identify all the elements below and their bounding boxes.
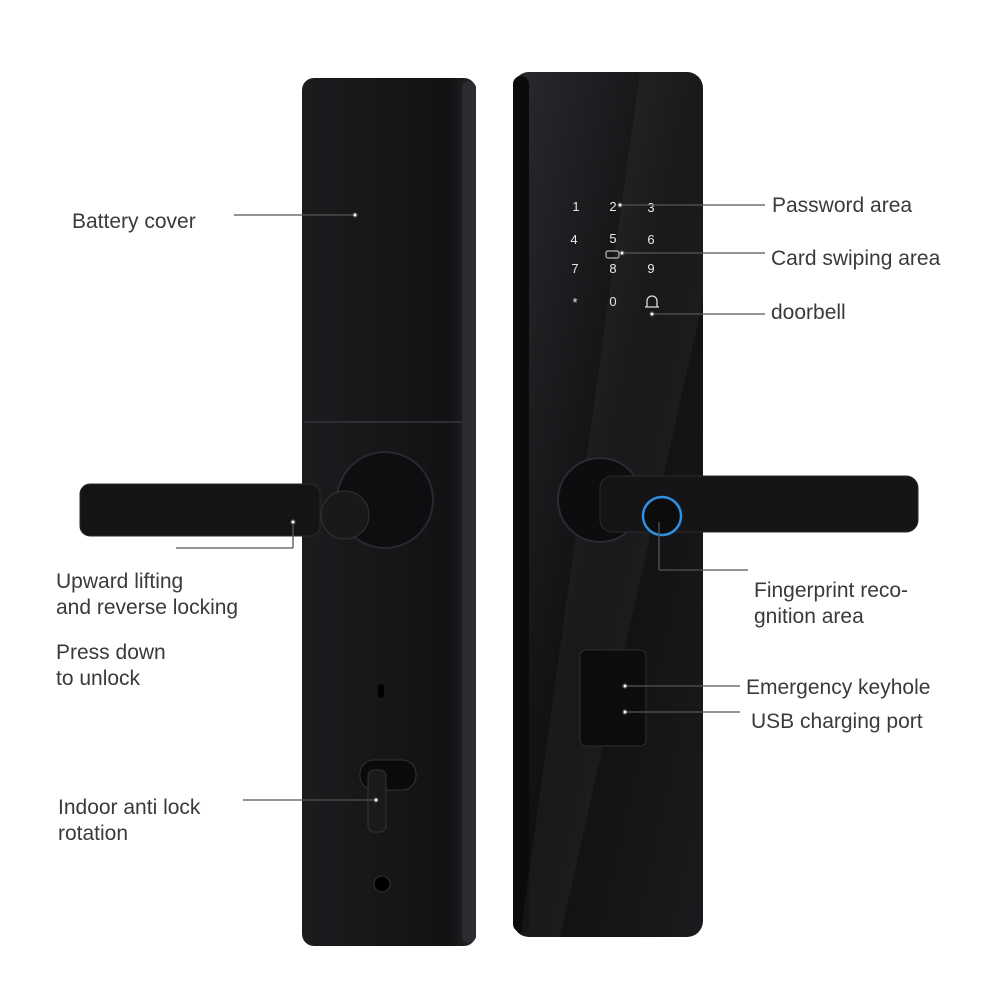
key-1: 1 — [572, 199, 579, 214]
bell-icon — [645, 295, 659, 308]
indoor-anti-lock-label-2: rotation — [58, 822, 129, 845]
key-0: 0 — [609, 294, 616, 309]
key-7: 7 — [571, 261, 578, 276]
key-star: * — [572, 295, 577, 310]
key-4: 4 — [570, 232, 577, 247]
key-9: 9 — [647, 261, 654, 276]
fingerprint-label-2: gnition area — [754, 605, 864, 628]
fingerprint-sensor — [641, 495, 683, 537]
upward-lifting-label-1: Upward lifting — [56, 570, 184, 593]
upward-lifting-label-2: and reverse locking — [56, 596, 239, 619]
key-8: 8 — [609, 261, 616, 276]
keypad: 1 2 3 4 5 6 7 8 9 * 0 — [570, 199, 659, 310]
battery-cover-label: Battery cover — [72, 210, 196, 233]
password-area-label: Password area — [772, 194, 913, 217]
usb-port-label: USB charging port — [751, 710, 923, 733]
indoor-anti-lock-label-1: Indoor anti lock — [58, 796, 201, 819]
leader-lines — [176, 202, 765, 803]
key-6: 6 — [647, 232, 654, 247]
keyhole-cover — [579, 649, 647, 747]
indoor-lock — [79, 78, 476, 946]
key-5: 5 — [609, 231, 616, 246]
card-icon — [605, 250, 620, 259]
key-3: 3 — [647, 200, 654, 215]
outdoor-lock: 1 2 3 4 5 6 7 8 9 * 0 — [513, 72, 919, 937]
emergency-keyhole-label: Emergency keyhole — [746, 676, 931, 699]
press-down-label-1: Press down — [56, 641, 166, 664]
doorbell-label: doorbell — [771, 301, 846, 324]
card-swiping-label: Card swiping area — [771, 247, 941, 270]
press-down-label-2: to unlock — [56, 667, 141, 690]
fingerprint-label-1: Fingerprint reco- — [754, 579, 909, 602]
key-2: 2 — [609, 199, 616, 214]
